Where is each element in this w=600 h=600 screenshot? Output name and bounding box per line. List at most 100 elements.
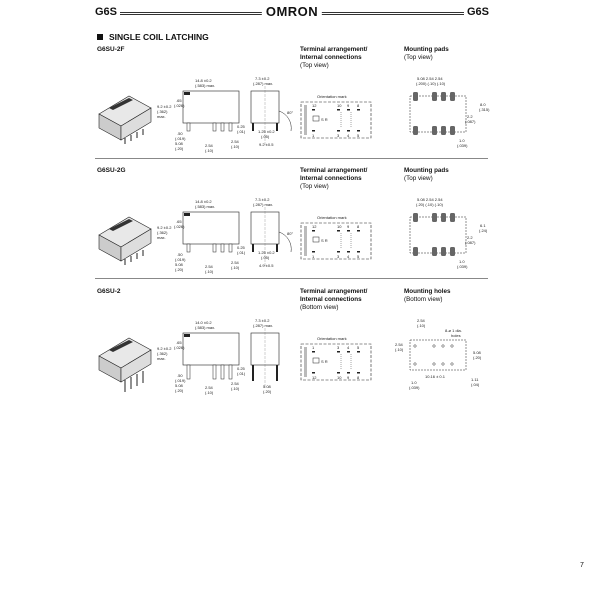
dim-label: 14.8 ±0.2	[195, 199, 212, 204]
front-view: 14.8 ±0.2 (.583) max. 9.2 ±0.2 (.362) ma…	[157, 78, 240, 153]
dim-label: 2.54	[205, 143, 214, 148]
dim-label: (.019)	[175, 378, 186, 383]
dim-label: 7.3 ±0.2	[255, 197, 270, 202]
pads-view: (Top view)	[404, 54, 433, 61]
mounting-pads-diagram: 5.08 2.54 2.54 (.200) (.10) (.10) 8.0 (.…	[409, 76, 490, 148]
pin-label: 10	[337, 103, 342, 108]
dim-label: (.05)	[261, 134, 270, 139]
dim-label: (.01)	[237, 250, 246, 255]
dim-label: (.10)	[395, 347, 404, 352]
mounting-pads-diagram: 2.54 (.10) 2.54 (.10) 8-ø 1 dia. holes 5…	[395, 318, 482, 390]
dim-label: 2.54	[205, 264, 214, 269]
front-view: 14.0 ±0.2 (.583) max. 9.2 ±0.2 (.362) ma…	[157, 320, 240, 395]
dimension-drawings: 14.8 ±0.2 (.583) max. 9.2 ±0.2 (.362) ma…	[98, 197, 488, 274]
pin-label: 3	[337, 345, 340, 350]
dim-label: .65	[176, 219, 182, 224]
dim-label: (.24)	[479, 228, 488, 233]
pads-heading: Mounting pads (Top view)	[404, 46, 449, 62]
dim-label: (.315)	[479, 107, 490, 112]
dim-label: (.10)	[205, 148, 214, 153]
terminal-title-1: Terminal arrangement/	[300, 167, 368, 174]
pin-label: 12	[312, 375, 317, 380]
dim-label: 0.25	[237, 245, 246, 250]
dim-label: .50	[177, 131, 183, 136]
pin-label: 1	[312, 133, 315, 138]
section-heading: SINGLE COIL LATCHING	[97, 32, 209, 42]
angle-label: 80°	[287, 110, 293, 115]
dim-label: 8.0	[480, 102, 486, 107]
terminal-diagram: Orientation mark S R 12 1 10 3 9 4 8 5	[300, 215, 372, 260]
relay-illustration	[98, 337, 152, 392]
dim-label: (.039)	[457, 143, 468, 148]
model-name: G6SU-2	[97, 288, 121, 295]
dim-label: (.026)	[174, 224, 185, 229]
dim-label: 9.2 ±0.2	[157, 225, 172, 230]
pin-label: 5	[357, 345, 360, 350]
dim-label: 6.1	[480, 223, 486, 228]
dim-label: (.05)	[261, 255, 270, 260]
relay-illustration	[98, 95, 152, 144]
dim-label: 0.25	[237, 124, 246, 129]
terminal-view: (Top view)	[300, 62, 329, 69]
dim-label: (.087)	[465, 240, 476, 245]
pads-heading: Mounting holes (Bottom view)	[404, 288, 451, 304]
dim-label: (.287) max.	[253, 202, 273, 207]
pin-label: 9	[347, 103, 350, 108]
dim-label: max.	[157, 356, 166, 361]
dimension-drawings: 14.8 ±0.2 (.583) max. 9.2 ±0.2 (.362) ma…	[98, 76, 490, 153]
dim-label: 1.25 ±0.2	[258, 129, 275, 134]
coil-sr-label: S R	[321, 359, 328, 364]
dim-label: (.10)	[231, 265, 240, 270]
pin-label: 8	[357, 224, 360, 229]
relay-illustration	[98, 216, 152, 265]
dim-label: (.04)	[471, 382, 480, 387]
pin-label: 5	[357, 254, 360, 259]
dim-label: (.20) (.10) (.10)	[416, 202, 444, 207]
dim-label: .65	[176, 340, 182, 345]
dim-label: 5.08	[175, 262, 184, 267]
dim-label: 2.2	[467, 235, 473, 240]
dim-label: 4.9 ±0.5	[259, 263, 274, 268]
dim-label: (.039)	[457, 264, 468, 269]
dim-label: (.287) max.	[253, 323, 273, 328]
omron-logo: OMRON	[261, 4, 323, 19]
pads-title: Mounting pads	[404, 167, 449, 174]
pin-label: 5	[357, 133, 360, 138]
dim-label: (.01)	[237, 129, 246, 134]
dim-label: 0.25	[237, 366, 246, 371]
dim-label: .65	[176, 98, 182, 103]
orientation-mark-label: Orientation mark	[317, 336, 347, 341]
terminal-view: (Bottom view)	[300, 304, 339, 311]
dim-label: 2.54	[395, 342, 404, 347]
pin-label: 3	[337, 254, 340, 259]
dim-label: (.20)	[263, 389, 272, 394]
pin-label: 3	[337, 133, 340, 138]
dim-label: 9.2 ±0.2	[157, 346, 172, 351]
dim-label: (.362)	[157, 351, 168, 356]
product-section: G6SU-2G Terminal arrangement/ Internal c…	[95, 167, 490, 277]
side-view: 7.3 ±0.2 (.287) max. 0.25 (.01) 5.08 (.2…	[237, 318, 280, 394]
dim-label: (.10)	[231, 386, 240, 391]
pin-label: 4	[347, 345, 350, 350]
pin-label: 1	[312, 345, 315, 350]
dim-label: 2.54	[231, 139, 240, 144]
terminal-view: (Top view)	[300, 183, 329, 190]
pads-title: Mounting pads	[404, 46, 449, 53]
dim-label: (.019)	[175, 257, 186, 262]
terminal-diagram: Orientation mark S R 1 12 3 10 4 9 5 8	[300, 336, 372, 381]
dim-label: 1.11	[471, 377, 479, 382]
dim-label: 5.08	[473, 350, 482, 355]
model-name: G6SU-2F	[97, 46, 125, 53]
header-right-title: G6S	[466, 6, 489, 18]
dim-label: holes	[451, 333, 461, 338]
dim-label: 14.0 ±0.2	[195, 320, 212, 325]
coil-sr-label: S R	[321, 117, 328, 122]
dimension-drawings: 14.0 ±0.2 (.583) max. 9.2 ±0.2 (.362) ma…	[98, 318, 482, 395]
pads-view: (Bottom view)	[404, 296, 443, 303]
dim-label: (.039)	[409, 385, 420, 390]
terminal-heading: Terminal arrangement/ Internal connectio…	[300, 46, 367, 70]
dim-label: 9.2 ±0.5	[259, 142, 274, 147]
dim-label: 7.3 ±0.2	[255, 76, 270, 81]
terminal-heading: Terminal arrangement/ Internal connectio…	[300, 167, 367, 191]
pin-label: 1	[312, 254, 315, 259]
